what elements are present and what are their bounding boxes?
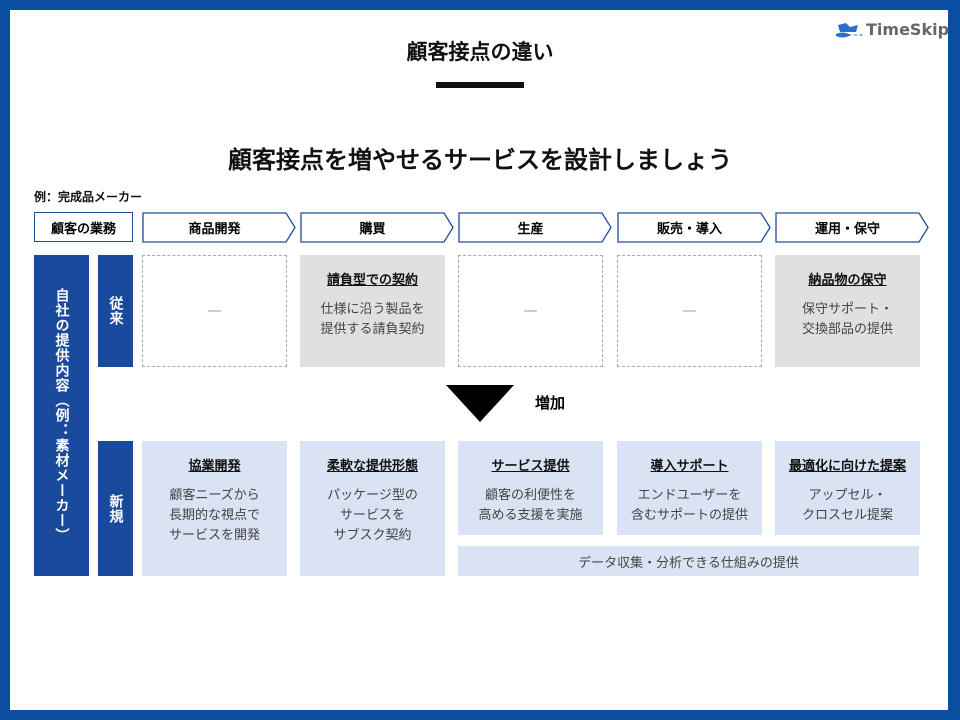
step-label: 運用・保守 — [814, 222, 880, 237]
cell-body: 保守サポート・ 交換部品の提供 — [801, 302, 893, 337]
step-label: 販売・導入 — [656, 222, 722, 237]
page-title: 顧客接点の違い — [406, 40, 554, 64]
cell-body: 仕様に沿う製品を 提供する請負契約 — [320, 302, 425, 337]
step-arrow-shape — [142, 212, 296, 243]
offering-cell: 導入サポートエンドユーザーを 含むサポートの提供 — [617, 441, 762, 535]
row-label-traditional: 従来 — [98, 255, 133, 367]
cell-title: 協業開発 — [188, 459, 241, 474]
cell-title: 納品物の保守 — [808, 273, 887, 288]
offering-cell: 柔軟な提供形態パッケージ型の サービスを サブスク契約 — [300, 441, 445, 576]
offering-cell: 協業開発顧客ニーズから 長期的な視点で サービスを開発 — [142, 441, 287, 576]
step-label: 商品開発 — [188, 222, 241, 237]
empty-cell: — — [617, 255, 762, 367]
cell-title: 導入サポート — [650, 459, 729, 474]
side-label: 自社の提供内容（例：素材メーカー） — [34, 255, 89, 576]
row-label-new: 新規 — [98, 441, 133, 576]
cell-title: サービス提供 — [491, 459, 570, 474]
empty-cell: — — [458, 255, 603, 367]
cell-body: パッケージ型の サービスを サブスク契約 — [327, 488, 418, 543]
step-3: 販売・導入 — [617, 212, 772, 243]
step-label: 生産 — [517, 222, 544, 237]
step-arrow-shape — [458, 212, 612, 243]
cell-title: 請負型での契約 — [326, 273, 418, 288]
title-underline — [436, 82, 524, 88]
increase-label: 増加 — [535, 394, 566, 412]
logo-text: TimeSkip — [866, 20, 950, 39]
down-arrow-icon — [446, 385, 514, 422]
step-arrow-shape — [300, 212, 454, 243]
step-0: 商品開発 — [142, 212, 297, 243]
cell-title: 柔軟な提供形態 — [326, 459, 418, 474]
step-4: 運用・保守 — [775, 212, 930, 243]
cell-body: エンドユーザーを 含むサポートの提供 — [630, 488, 748, 523]
step-1: 購買 — [300, 212, 455, 243]
cell-body: 顧客の利便性を 高める支援を実施 — [478, 488, 583, 523]
empty-dash: — — [682, 303, 697, 319]
empty-dash: — — [523, 303, 538, 319]
customer-work-label: 顧客の業務 — [34, 212, 133, 242]
subtitle: 顧客接点を増やせるサービスを設計しましょう — [228, 146, 732, 174]
logo: TimeSkip — [836, 20, 949, 39]
step-2: 生産 — [458, 212, 613, 243]
step-arrow-shape — [617, 212, 771, 243]
data-collection-cell: データ収集・分析できる仕組みの提供 — [458, 546, 919, 576]
cell-body: アップセル・ クロスセル提案 — [801, 488, 893, 523]
step-label: 購買 — [359, 222, 386, 237]
step-arrow-shape — [775, 212, 929, 243]
empty-cell: — — [142, 255, 287, 367]
offering-cell: 納品物の保守保守サポート・ 交換部品の提供 — [775, 255, 920, 367]
boat-logo-icon — [836, 22, 862, 37]
offering-cell: サービス提供顧客の利便性を 高める支援を実施 — [458, 441, 603, 535]
cell-title: 最適化に向けた提案 — [788, 459, 906, 474]
offering-cell: 最適化に向けた提案アップセル・ クロスセル提案 — [775, 441, 920, 535]
example-label: 例：完成品メーカー — [34, 190, 143, 204]
empty-dash: — — [207, 303, 222, 319]
offering-cell: 請負型での契約仕様に沿う製品を 提供する請負契約 — [300, 255, 445, 367]
cell-body: 顧客ニーズから 長期的な視点で サービスを開発 — [168, 488, 260, 543]
